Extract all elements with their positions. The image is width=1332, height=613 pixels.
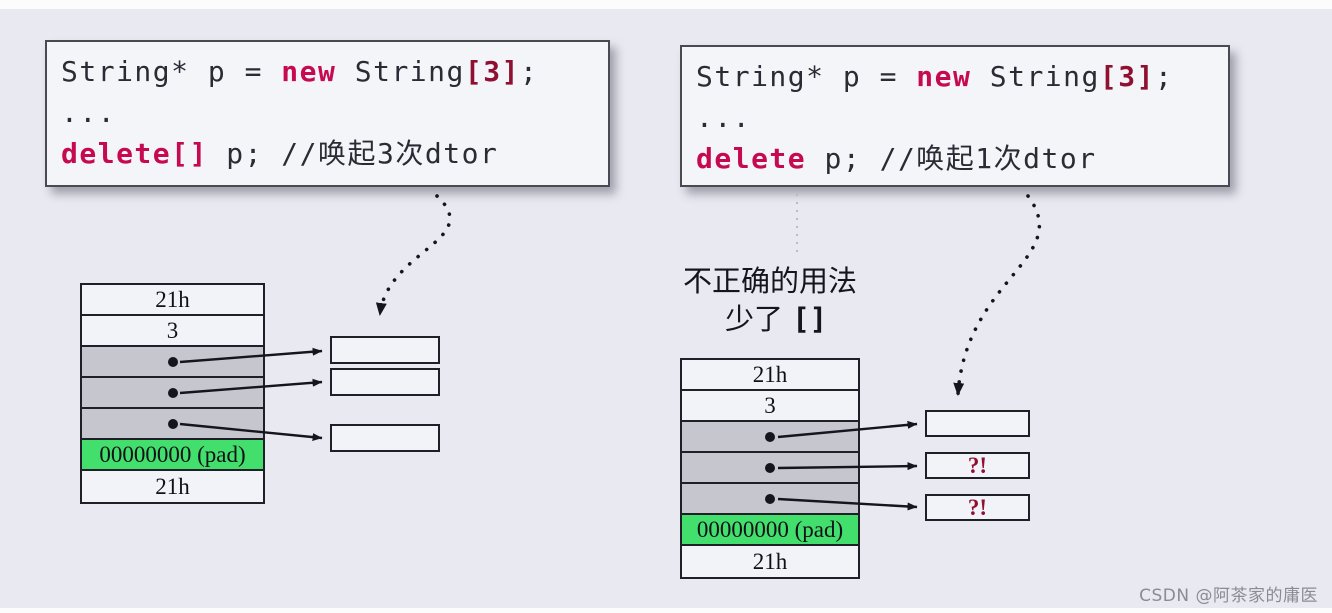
code-line-2: ... — [61, 92, 594, 133]
pointer-dot-icon — [765, 493, 775, 504]
pointer-slot-3 — [682, 484, 858, 515]
code-text: ... — [61, 96, 117, 129]
heap-block-left: 21h 3 00000000 (pad) 21h — [80, 283, 265, 504]
array-size-bracket: [3] — [1099, 60, 1155, 93]
cookie-cell-bottom: 21h — [752, 548, 788, 574]
code-line-3: delete p; //唤起1次dtor — [696, 138, 1214, 179]
keyword-delete: delete — [696, 142, 807, 175]
array-length-cell: 3 — [682, 391, 858, 422]
pointer-slot-2 — [82, 378, 263, 409]
code-line-1: String* p = new String[3]; — [61, 51, 594, 92]
code-panel-delete-array: String* p = new String[3]; ... delete[] … — [45, 40, 610, 187]
string-object-box-leaked-2: ?! — [925, 494, 1030, 521]
heap-block-right: 21h 3 00000000 (pad) 21h — [680, 358, 860, 579]
cookie-cell-top: 21h — [82, 285, 263, 316]
bottom-letterbox — [0, 608, 1332, 613]
pointer-dot-icon — [167, 387, 178, 398]
keyword-new: new — [916, 60, 972, 93]
code-line-3: delete[] p; //唤起3次dtor — [61, 133, 594, 174]
code-text: String* p = — [696, 60, 917, 93]
keyword-delete-array: delete[] — [61, 137, 208, 170]
code-comment: //唤起1次dtor — [879, 142, 1097, 175]
string-object-box-leaked-1: ?! — [925, 452, 1030, 479]
pointer-slot-1 — [682, 422, 858, 453]
code-text: p; — [207, 137, 282, 170]
string-object-box-destructed — [925, 410, 1030, 437]
pad-cell: 00000000 (pad) — [682, 515, 858, 546]
pointer-dot-icon — [167, 418, 178, 429]
delete-array-dotted-arrow — [375, 194, 452, 316]
code-line-2: ... — [696, 97, 1214, 138]
code-text: String — [336, 55, 465, 88]
pointer-dot-icon — [765, 431, 775, 442]
code-text: p; — [806, 142, 880, 175]
top-letterbox — [0, 0, 1332, 9]
pad-cell: 00000000 (pad) — [82, 440, 263, 471]
pointer-slot-3 — [82, 409, 263, 440]
string-object-box-3 — [330, 424, 440, 452]
pointer-dot-icon — [167, 356, 178, 367]
keyword-new: new — [281, 55, 337, 88]
array-size-bracket: [3] — [464, 55, 520, 88]
code-text: ; — [519, 55, 539, 88]
array-length-cell: 3 — [82, 316, 263, 347]
code-text: String* p = — [61, 55, 282, 88]
incorrect-usage-line2: 少了 [] — [683, 300, 857, 338]
missing-brackets: [] — [792, 302, 828, 336]
code-text: String — [971, 60, 1100, 93]
incorrect-usage-note: 不正确的用法 少了 [] — [683, 262, 857, 338]
code-panel-delete-scalar: String* p = new String[3]; ... delete p;… — [680, 45, 1230, 187]
code-text: ... — [696, 101, 752, 134]
code-line-1: String* p = new String[3]; — [696, 56, 1214, 97]
string-object-box-2 — [330, 368, 440, 396]
cookie-cell-bottom: 21h — [155, 473, 190, 499]
pointer-slot-2 — [682, 453, 858, 484]
string-object-box-1 — [330, 336, 440, 364]
code-text: ; — [1154, 60, 1174, 93]
incorrect-usage-line1: 不正确的用法 — [683, 264, 858, 298]
note-text: 少了 — [725, 302, 793, 336]
code-comment: //唤起3次dtor — [281, 137, 499, 170]
watermark: CSDN @阿茶家的庸医 — [1139, 586, 1318, 606]
delete-dotted-arrow — [953, 194, 1042, 396]
pointer-slot-1 — [82, 347, 263, 378]
pointer-dot-icon — [765, 462, 775, 473]
cookie-cell-top: 21h — [682, 360, 858, 391]
